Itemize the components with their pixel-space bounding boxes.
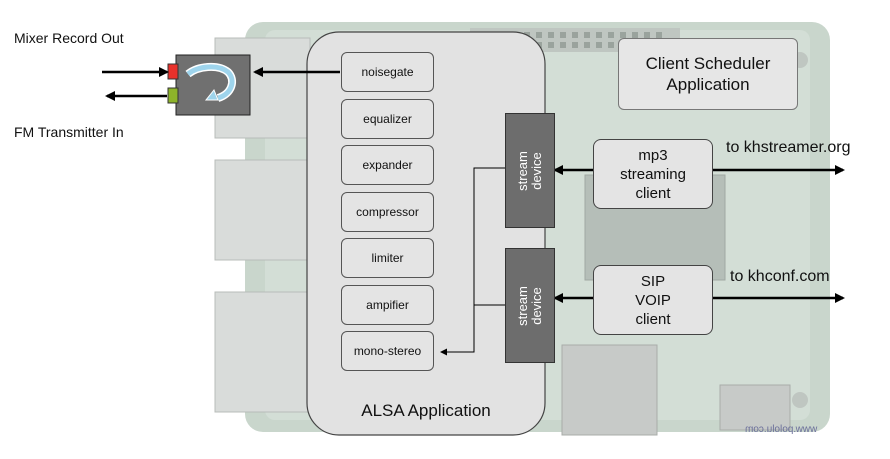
- filter-box-expander: expander: [341, 145, 434, 185]
- client-scheduler-label: Client Scheduler Application: [645, 54, 771, 94]
- filter-label: noisegate: [361, 65, 414, 79]
- filter-box-noisegate: noisegate: [341, 52, 434, 92]
- filter-box-equalizer: equalizer: [341, 99, 434, 139]
- to-khstreamer-label: to khstreamer.org: [726, 139, 851, 156]
- filter-label: equalizer: [363, 112, 412, 126]
- to-khconf-label: to khconf.com: [730, 268, 830, 285]
- stream-device-label: stream device: [514, 285, 544, 326]
- filter-label: mono-stereo: [353, 344, 422, 358]
- filter-label: compressor: [356, 205, 419, 219]
- filter-box-limiter: limiter: [341, 238, 434, 278]
- mixer-record-out-label: Mixer Record Out: [14, 30, 124, 46]
- filter-label: ampifier: [366, 298, 409, 312]
- sip-voip-client-box: SIP VOIP client: [593, 265, 713, 335]
- filter-box-ampifier: ampifier: [341, 285, 434, 325]
- stream-device-label: stream device: [514, 150, 544, 191]
- sip-voip-client-label: SIP VOIP client: [635, 272, 671, 328]
- filter-label: limiter: [371, 251, 404, 265]
- jack-red-icon: [167, 63, 179, 80]
- stream-device-mp3: stream device: [505, 113, 555, 228]
- alsa-application-panel: [306, 31, 546, 436]
- fm-transmitter-in-label: FM Transmitter In: [14, 124, 124, 140]
- jack-green-icon: [167, 87, 179, 104]
- filter-label: expander: [362, 158, 413, 172]
- connector-lines: [102, 67, 845, 356]
- stream-device-sip: stream device: [505, 248, 555, 363]
- audio-jack: [167, 54, 251, 116]
- mp3-streaming-client-box: mp3 streaming client: [593, 139, 713, 209]
- client-scheduler-box: Client Scheduler Application: [618, 38, 798, 110]
- alsa-application-label: ALSA Application: [361, 401, 491, 420]
- filter-box-mono-stereo: mono-stereo: [341, 331, 434, 371]
- filter-box-compressor: compressor: [341, 192, 434, 232]
- mp3-streaming-client-label: mp3 streaming client: [620, 146, 686, 202]
- watermark-label: www.pololu.com: [745, 424, 818, 435]
